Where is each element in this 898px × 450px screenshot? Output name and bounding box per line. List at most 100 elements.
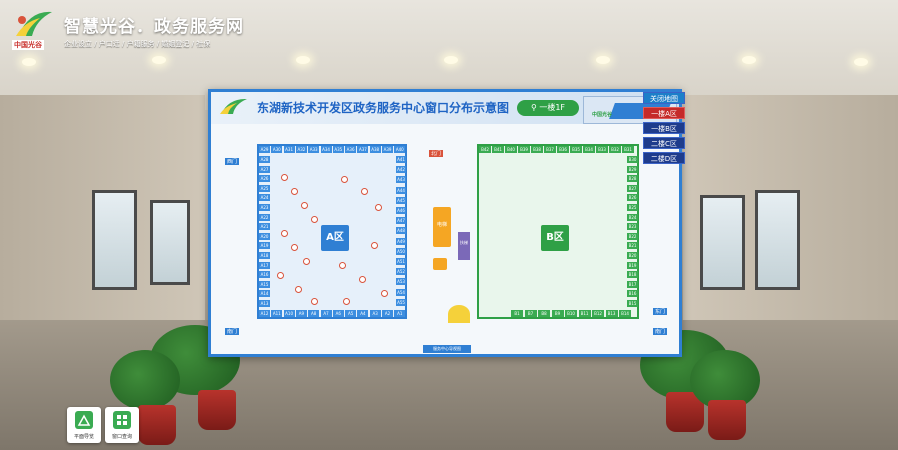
floor-1b-button[interactable]: 一楼B区 bbox=[643, 122, 685, 134]
service-window[interactable]: B30 bbox=[627, 156, 638, 163]
service-window[interactable]: A16 bbox=[259, 271, 270, 279]
floor-indicator[interactable]: ⚲ 一楼1F bbox=[517, 100, 579, 116]
service-window[interactable]: A48 bbox=[396, 227, 406, 235]
service-window[interactable]: A43 bbox=[396, 176, 406, 184]
service-window[interactable]: A12 bbox=[259, 310, 270, 317]
service-window[interactable]: A5 bbox=[345, 310, 357, 317]
service-window[interactable]: B32 bbox=[609, 146, 621, 153]
service-window[interactable]: B28 bbox=[627, 175, 638, 183]
service-window[interactable]: B41 bbox=[492, 146, 504, 153]
service-window[interactable]: B15 bbox=[627, 300, 638, 307]
service-window[interactable]: A41 bbox=[396, 156, 406, 163]
elevator-block[interactable]: 电梯 bbox=[433, 207, 451, 247]
service-window[interactable]: B11 bbox=[578, 310, 591, 317]
window-search-button[interactable]: 窗口查询 bbox=[105, 407, 139, 443]
service-window[interactable]: A38 bbox=[369, 146, 381, 153]
stairs-block[interactable]: 扶梯 bbox=[458, 232, 470, 260]
service-window[interactable]: A1 bbox=[394, 310, 406, 317]
floor-2d-button[interactable]: 二楼D区 bbox=[643, 152, 685, 164]
service-window[interactable]: A24 bbox=[259, 194, 270, 202]
service-window[interactable]: A37 bbox=[357, 146, 369, 153]
service-window[interactable]: B7 bbox=[524, 310, 537, 317]
service-window[interactable]: A27 bbox=[259, 165, 270, 173]
service-window[interactable]: B25 bbox=[627, 204, 638, 211]
service-window[interactable]: A44 bbox=[396, 186, 406, 194]
service-window[interactable]: B29 bbox=[627, 165, 638, 173]
service-window[interactable]: A36 bbox=[345, 146, 357, 153]
service-window[interactable]: B20 bbox=[627, 252, 638, 259]
service-window[interactable]: A51 bbox=[396, 258, 406, 265]
service-window[interactable]: A8 bbox=[308, 310, 320, 317]
service-window[interactable]: B21 bbox=[627, 242, 638, 250]
service-window[interactable]: B23 bbox=[627, 223, 638, 231]
service-window[interactable]: A4 bbox=[357, 310, 369, 317]
service-window[interactable]: B10 bbox=[565, 310, 577, 317]
service-window[interactable]: A17 bbox=[259, 261, 270, 269]
service-window[interactable]: B39 bbox=[518, 146, 530, 153]
service-window[interactable]: A33 bbox=[308, 146, 320, 153]
service-window[interactable]: A34 bbox=[320, 146, 332, 153]
service-window[interactable]: A52 bbox=[396, 268, 406, 276]
service-window[interactable]: A28 bbox=[259, 156, 270, 163]
service-window[interactable]: B12 bbox=[592, 310, 604, 317]
service-window[interactable]: A31 bbox=[283, 146, 295, 153]
service-window[interactable]: B1 bbox=[511, 310, 523, 317]
service-window[interactable]: B33 bbox=[596, 146, 608, 153]
service-window[interactable]: A46 bbox=[396, 207, 406, 214]
service-window[interactable]: A2 bbox=[382, 310, 393, 317]
service-window[interactable]: B9 bbox=[551, 310, 564, 317]
service-window[interactable]: B36 bbox=[557, 146, 569, 153]
service-window[interactable]: A35 bbox=[332, 146, 344, 153]
service-window[interactable]: A23 bbox=[259, 204, 270, 211]
service-window[interactable]: B37 bbox=[544, 146, 556, 153]
service-window[interactable]: B18 bbox=[627, 271, 638, 279]
service-window[interactable]: A54 bbox=[396, 288, 406, 296]
service-window[interactable]: B16 bbox=[627, 290, 638, 298]
service-window[interactable]: A40 bbox=[394, 146, 406, 153]
service-window[interactable]: B40 bbox=[505, 146, 517, 153]
service-window[interactable]: B24 bbox=[627, 213, 638, 221]
service-window[interactable]: A14 bbox=[259, 290, 270, 298]
service-window[interactable]: A21 bbox=[259, 223, 270, 231]
service-window[interactable]: B27 bbox=[627, 184, 638, 192]
service-window[interactable]: B34 bbox=[583, 146, 595, 153]
service-window[interactable]: B42 bbox=[479, 146, 491, 153]
service-window[interactable]: B19 bbox=[627, 261, 638, 269]
service-window[interactable]: A26 bbox=[259, 175, 270, 183]
service-window[interactable]: A49 bbox=[396, 237, 406, 245]
service-window[interactable]: A13 bbox=[259, 300, 270, 307]
service-window[interactable]: A30 bbox=[271, 146, 283, 153]
service-window[interactable]: A20 bbox=[259, 232, 270, 240]
service-window[interactable]: A19 bbox=[259, 242, 270, 250]
close-map-button[interactable]: 关闭地图 bbox=[643, 92, 685, 104]
service-window[interactable]: A3 bbox=[369, 310, 381, 317]
service-window[interactable]: A9 bbox=[295, 310, 307, 317]
floor-2c-button[interactable]: 二楼C区 bbox=[643, 137, 685, 149]
service-window[interactable]: B17 bbox=[627, 280, 638, 288]
service-window[interactable]: A7 bbox=[320, 310, 332, 317]
service-window[interactable]: B14 bbox=[619, 310, 631, 317]
service-window[interactable]: A11 bbox=[271, 310, 283, 317]
service-window[interactable]: B26 bbox=[627, 194, 638, 202]
service-window[interactable]: A39 bbox=[382, 146, 393, 153]
service-window[interactable]: A10 bbox=[283, 310, 295, 317]
service-window[interactable]: B38 bbox=[531, 146, 543, 153]
floor-guide-button[interactable]: 平面导览 bbox=[67, 407, 101, 443]
floor-1a-button[interactable]: 一楼A区 bbox=[643, 107, 685, 119]
service-window[interactable]: A45 bbox=[396, 196, 406, 204]
service-window[interactable]: A55 bbox=[396, 298, 406, 306]
service-window[interactable]: A22 bbox=[259, 213, 270, 221]
service-window[interactable]: B31 bbox=[622, 146, 634, 153]
service-window[interactable]: A6 bbox=[332, 310, 344, 317]
service-window[interactable]: A29 bbox=[259, 146, 270, 153]
service-window[interactable]: A25 bbox=[259, 184, 270, 192]
service-window[interactable]: A50 bbox=[396, 247, 406, 255]
service-window[interactable]: B8 bbox=[538, 310, 550, 317]
service-window[interactable]: B22 bbox=[627, 232, 638, 240]
service-window[interactable]: A18 bbox=[259, 252, 270, 259]
service-window[interactable]: B35 bbox=[570, 146, 582, 153]
service-window[interactable]: A15 bbox=[259, 280, 270, 288]
service-window[interactable]: A47 bbox=[396, 217, 406, 225]
service-window[interactable]: B13 bbox=[605, 310, 618, 317]
service-window[interactable]: A53 bbox=[396, 278, 406, 286]
